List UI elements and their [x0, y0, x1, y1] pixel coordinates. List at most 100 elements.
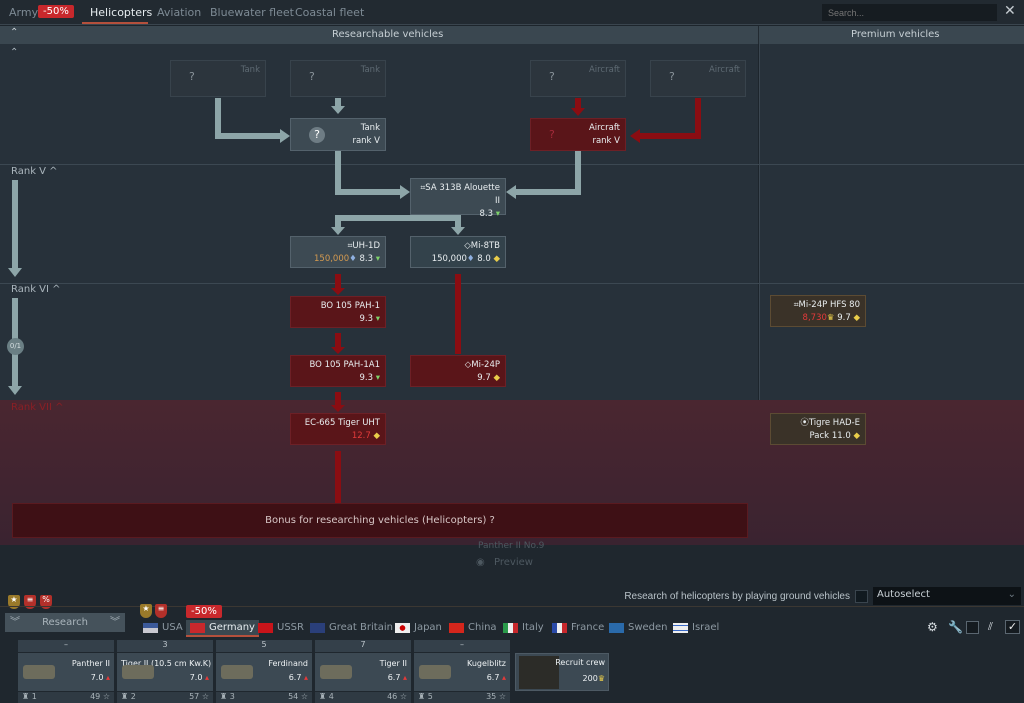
- slot-br: 7.0 ▴: [90, 673, 110, 682]
- country-tab-israel[interactable]: Israel: [673, 622, 719, 633]
- collapse-icon[interactable]: ⌃: [10, 27, 19, 38]
- tank-image: [23, 665, 55, 679]
- slot-vehicle[interactable]: Panther II 7.0 ▴: [18, 653, 114, 691]
- rank-divider: [0, 283, 1024, 284]
- autoselect-dropdown[interactable]: Autoselect⌄: [873, 587, 1021, 605]
- ghost-tank-node: ?Tank: [290, 60, 386, 97]
- list-badge-icon: ≡: [24, 595, 36, 609]
- slot-br: 6.7 ▴: [288, 673, 308, 682]
- crew-icon: ♜: [22, 692, 30, 701]
- crew-number: ♜ 3: [220, 692, 235, 701]
- crew-slot[interactable]: 5 Ferdinand 6.7 ▴ ♜ 3 54 ☆: [216, 640, 312, 703]
- country-discount-badge: -50%: [186, 605, 222, 618]
- rank-vi-label[interactable]: Rank VI ^: [11, 284, 61, 295]
- israel-flag-icon: [673, 622, 688, 633]
- slot-vehicle[interactable]: Ferdinand 6.7 ▴: [216, 653, 312, 691]
- slot-vehicle[interactable]: Tiger II 6.7 ▴: [315, 653, 411, 691]
- eye-icon: ◉: [476, 557, 485, 568]
- tab-army[interactable]: Army: [9, 6, 39, 19]
- tank-image: [320, 665, 352, 679]
- star-badge-icon: ★: [8, 595, 20, 609]
- crew-count: 54 ☆: [288, 692, 308, 701]
- slot-vehicle-name: Panther II: [71, 659, 110, 668]
- slot-vehicle[interactable]: Tiger II (10.5 cm Kw.K) 7.0 ▴: [117, 653, 213, 691]
- slot-header: 3: [117, 640, 213, 652]
- country-tab-usa[interactable]: USA: [143, 622, 183, 633]
- tab-bluewater-fleet[interactable]: Bluewater fleet: [210, 6, 294, 19]
- country-tab-italy[interactable]: Italy: [503, 622, 544, 633]
- crew-count: 35 ☆: [486, 692, 506, 701]
- tank-image: [221, 665, 253, 679]
- chevron-down-icon: ︾: [10, 617, 20, 628]
- sweden-flag-icon: [609, 622, 624, 633]
- country-tab-great-britain[interactable]: Great Britain: [310, 622, 393, 633]
- chevron-down-icon: ⌄: [1007, 589, 1016, 600]
- crew-icon: ♜: [319, 692, 327, 701]
- recruit-crew-slot[interactable]: Recruit crew 200♛: [515, 653, 609, 691]
- japan-flag-icon: [395, 622, 410, 633]
- tab-helicopters[interactable]: Helicopters: [90, 6, 153, 19]
- research-by-ground-checkbox[interactable]: [855, 590, 868, 603]
- star-badge-icon: ★: [140, 604, 152, 618]
- recruit-crew-cost: 200♛: [582, 674, 605, 683]
- country-tab-china[interactable]: China: [449, 622, 497, 633]
- crew-icon: ♜: [418, 692, 426, 701]
- slot-footer: ♜ 1 49 ☆: [18, 692, 114, 703]
- chevron-down-icon: ︾: [110, 617, 120, 628]
- rank-v-label[interactable]: Rank V ^: [11, 166, 58, 177]
- country-tab-germany[interactable]: Germany: [186, 620, 259, 637]
- tank-image: [122, 665, 154, 679]
- country-tab-france[interactable]: France: [552, 622, 604, 633]
- crew-icon: ♜: [220, 692, 228, 701]
- search-input[interactable]: [822, 4, 997, 21]
- germany-flag-icon: [190, 622, 205, 633]
- slot-footer: ♜ 3 54 ☆: [216, 692, 312, 703]
- research-bonus-banner[interactable]: Bonus for researching vehicles (Helicopt…: [12, 503, 748, 538]
- crew-image: [519, 656, 559, 689]
- country-tab-sweden[interactable]: Sweden: [609, 622, 668, 633]
- gear-icon[interactable]: ⚙: [927, 620, 938, 634]
- rank-vii-label[interactable]: Rank VII ^: [11, 402, 64, 413]
- country-tab-ussr[interactable]: USSR: [258, 622, 304, 633]
- slot-vehicle[interactable]: Kugelblitz 6.7 ▴: [414, 653, 510, 691]
- column-headers: ⌃ Researchable vehicles Premium vehicles: [0, 26, 1024, 44]
- research-by-ground-label: Research of helicopters by playing groun…: [624, 591, 850, 602]
- preview-button[interactable]: Preview: [494, 557, 533, 568]
- research-button[interactable]: ︾Research︾: [5, 613, 125, 632]
- collapse-icon[interactable]: ⌃: [10, 47, 19, 58]
- crew-number: ♜ 4: [319, 692, 334, 701]
- ammo-icon[interactable]: ⫽: [988, 620, 993, 633]
- close-icon[interactable]: ✕: [1004, 3, 1016, 19]
- tree-connectors: [8, 98, 701, 503]
- crew-count: 49 ☆: [90, 692, 110, 701]
- auto-repair-checkbox[interactable]: [966, 621, 979, 634]
- slot-header: 5: [216, 640, 312, 652]
- slot-vehicle-name: Tiger II (10.5 cm Kw.K): [121, 659, 212, 668]
- slot-vehicle-name: Kugelblitz: [467, 659, 506, 668]
- crew-icon: ♜: [121, 692, 129, 701]
- rank-progress-badge: 0/1: [7, 338, 24, 355]
- ussr-flag-icon: [258, 622, 273, 633]
- crew-number: ♜ 1: [22, 692, 37, 701]
- wrench-icon[interactable]: 🔧: [948, 620, 963, 634]
- tab-aviation[interactable]: Aviation: [157, 6, 202, 19]
- auto-ammo-checkbox[interactable]: ✓: [1005, 620, 1020, 634]
- tab-coastal-fleet[interactable]: Coastal fleet: [295, 6, 365, 19]
- country-tab-japan[interactable]: Japan: [395, 622, 442, 633]
